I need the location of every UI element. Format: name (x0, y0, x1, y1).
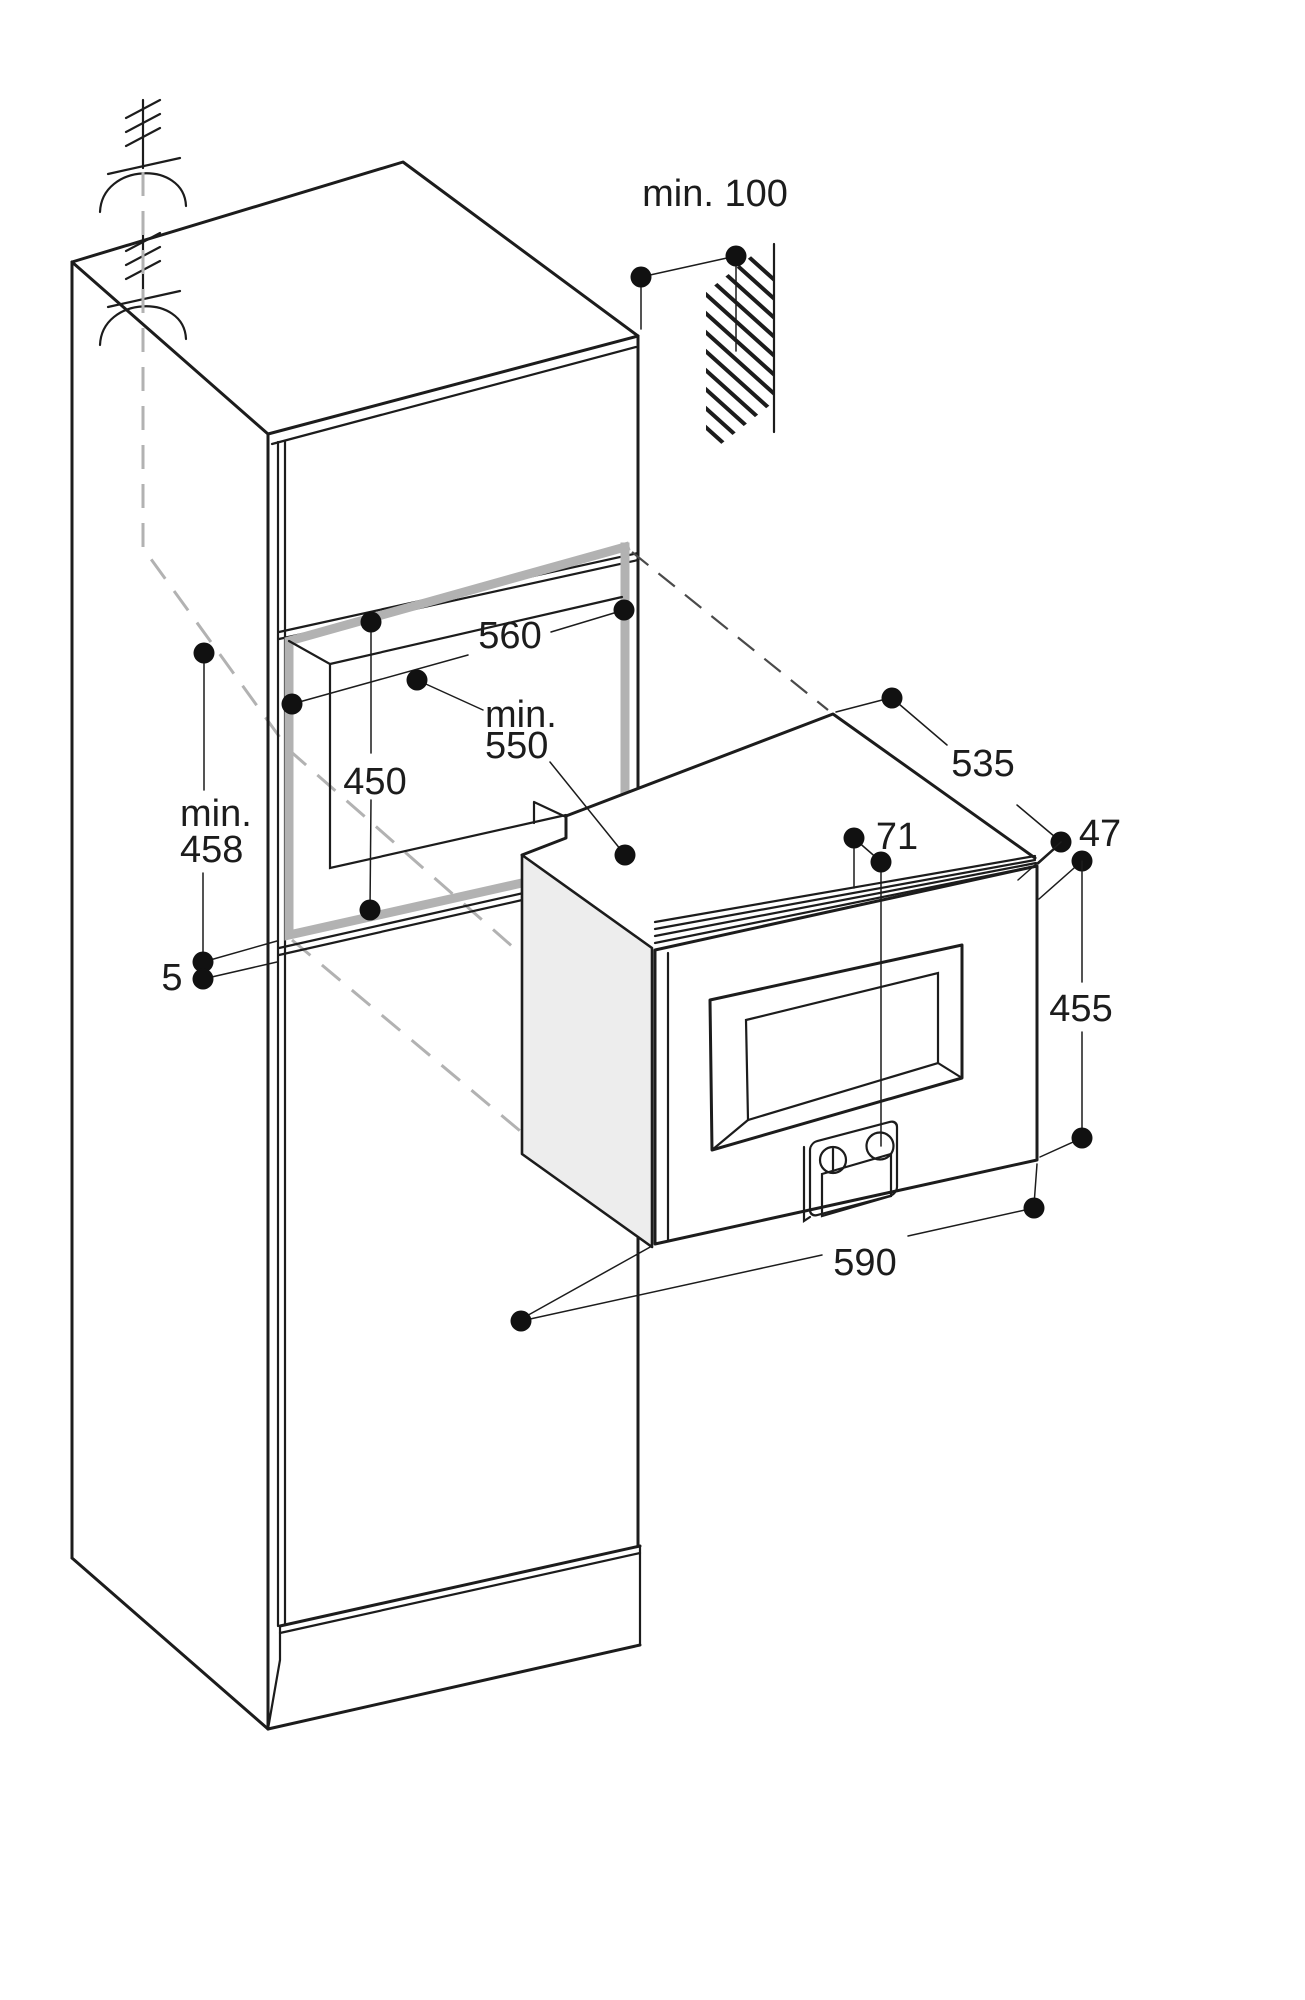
dim-560: 560 (281, 599, 635, 715)
left-control-knob (818, 1145, 848, 1175)
control-display (820, 1152, 893, 1218)
door-window (708, 943, 964, 1152)
dim-5: 5 (161, 940, 278, 999)
appliance (520, 712, 1039, 1249)
dim-min-458: min. 458 (180, 642, 252, 963)
dim-450: 450 (343, 611, 407, 921)
dim-71: 71 (843, 816, 918, 1147)
dim-590: 590 (510, 1163, 1045, 1332)
niche-opening-highlight (284, 541, 631, 941)
wall-hatching (706, 238, 776, 456)
mains-connection-dashed-line (141, 172, 649, 1240)
control-panel (802, 1120, 899, 1224)
dim-label-min-100: min. 100 (642, 173, 788, 215)
dim-label-47: 47 (1079, 813, 1121, 855)
dim-455: 455 (1039, 860, 1113, 1158)
dim-label-455: 455 (1049, 988, 1112, 1030)
dim-label-min-458-line2: 458 (180, 829, 243, 871)
dim-min-100: min. 100 (630, 173, 788, 352)
niche-interior-lines (287, 595, 624, 870)
appliance-side-panel (520, 853, 654, 1249)
dim-min-550: min. 550 (406, 669, 636, 866)
dim-label-450: 450 (343, 761, 406, 803)
dim-label-min-458-line1: min. (180, 793, 252, 835)
dim-label-590: 590 (833, 1242, 896, 1284)
dim-label-5: 5 (161, 957, 182, 999)
right-control-knob (865, 1131, 895, 1161)
dim-label-min-550-line1: min. (485, 694, 557, 736)
control-panel-plate (808, 1120, 899, 1217)
dim-label-min-550-line2: 550 (485, 725, 548, 767)
dim-label-535: 535 (951, 743, 1014, 785)
projection-dashed-line (631, 551, 829, 711)
dim-label-71: 71 (876, 816, 918, 858)
dim-label-560: 560 (478, 615, 541, 657)
